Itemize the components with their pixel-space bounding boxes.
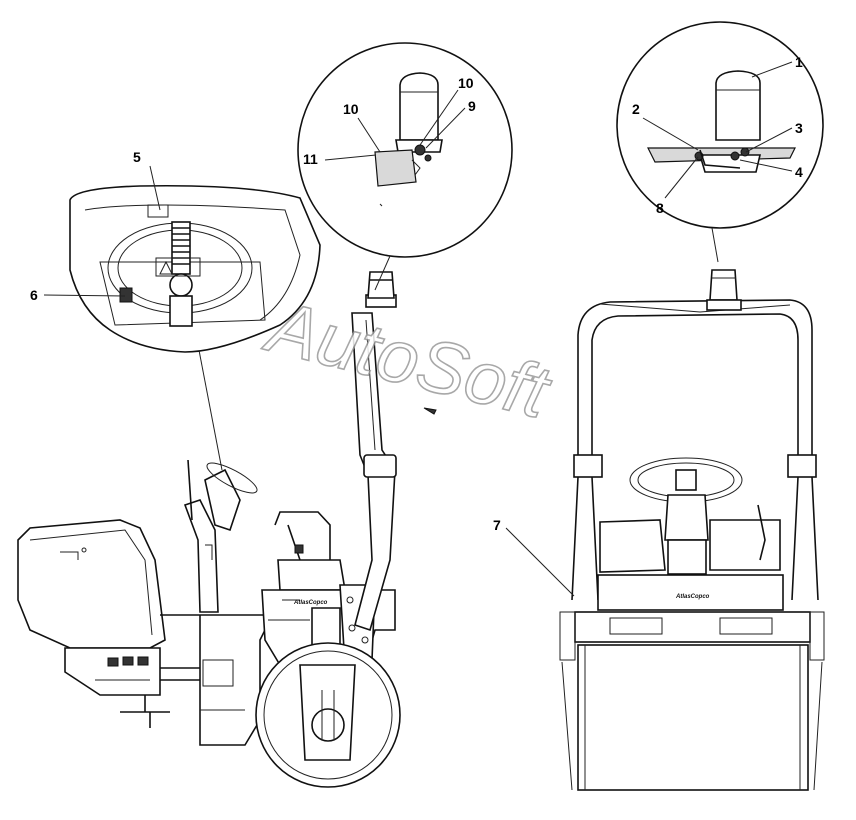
beacon-detail-left <box>297 42 513 291</box>
callout-label-5: 5 <box>133 149 141 165</box>
dashboard-detail <box>69 184 321 353</box>
brand-decal-right: AtlasCopco <box>675 594 710 600</box>
callout-label-4: 4 <box>795 164 803 180</box>
front-view-roller: AtlasCopco <box>559 269 825 791</box>
callout-label-2: 2 <box>632 101 640 117</box>
callout-label-8: 8 <box>656 200 664 216</box>
callout-label-11: 11 <box>303 151 318 167</box>
callout-label-10-top: 10 <box>458 75 474 91</box>
callout-label-1: 1 <box>795 54 803 70</box>
leader-detail-steering <box>197 344 223 471</box>
side-view-roller: AtlasCopco <box>17 271 437 788</box>
beacon-detail-right <box>616 21 824 263</box>
callout-label-10-left: 10 <box>343 101 359 117</box>
callout-labels: 1 2 3 4 5 6 7 8 9 10 10 11 <box>30 54 803 533</box>
brand-decal-left: AtlasCopco <box>293 600 328 606</box>
callout-label-9: 9 <box>468 98 476 114</box>
watermark-text: AutoSoft <box>257 284 560 435</box>
callout-label-3: 3 <box>795 120 803 136</box>
callout-label-7: 7 <box>493 517 501 533</box>
callout-label-6: 6 <box>30 287 38 303</box>
leader-lines <box>43 61 793 597</box>
